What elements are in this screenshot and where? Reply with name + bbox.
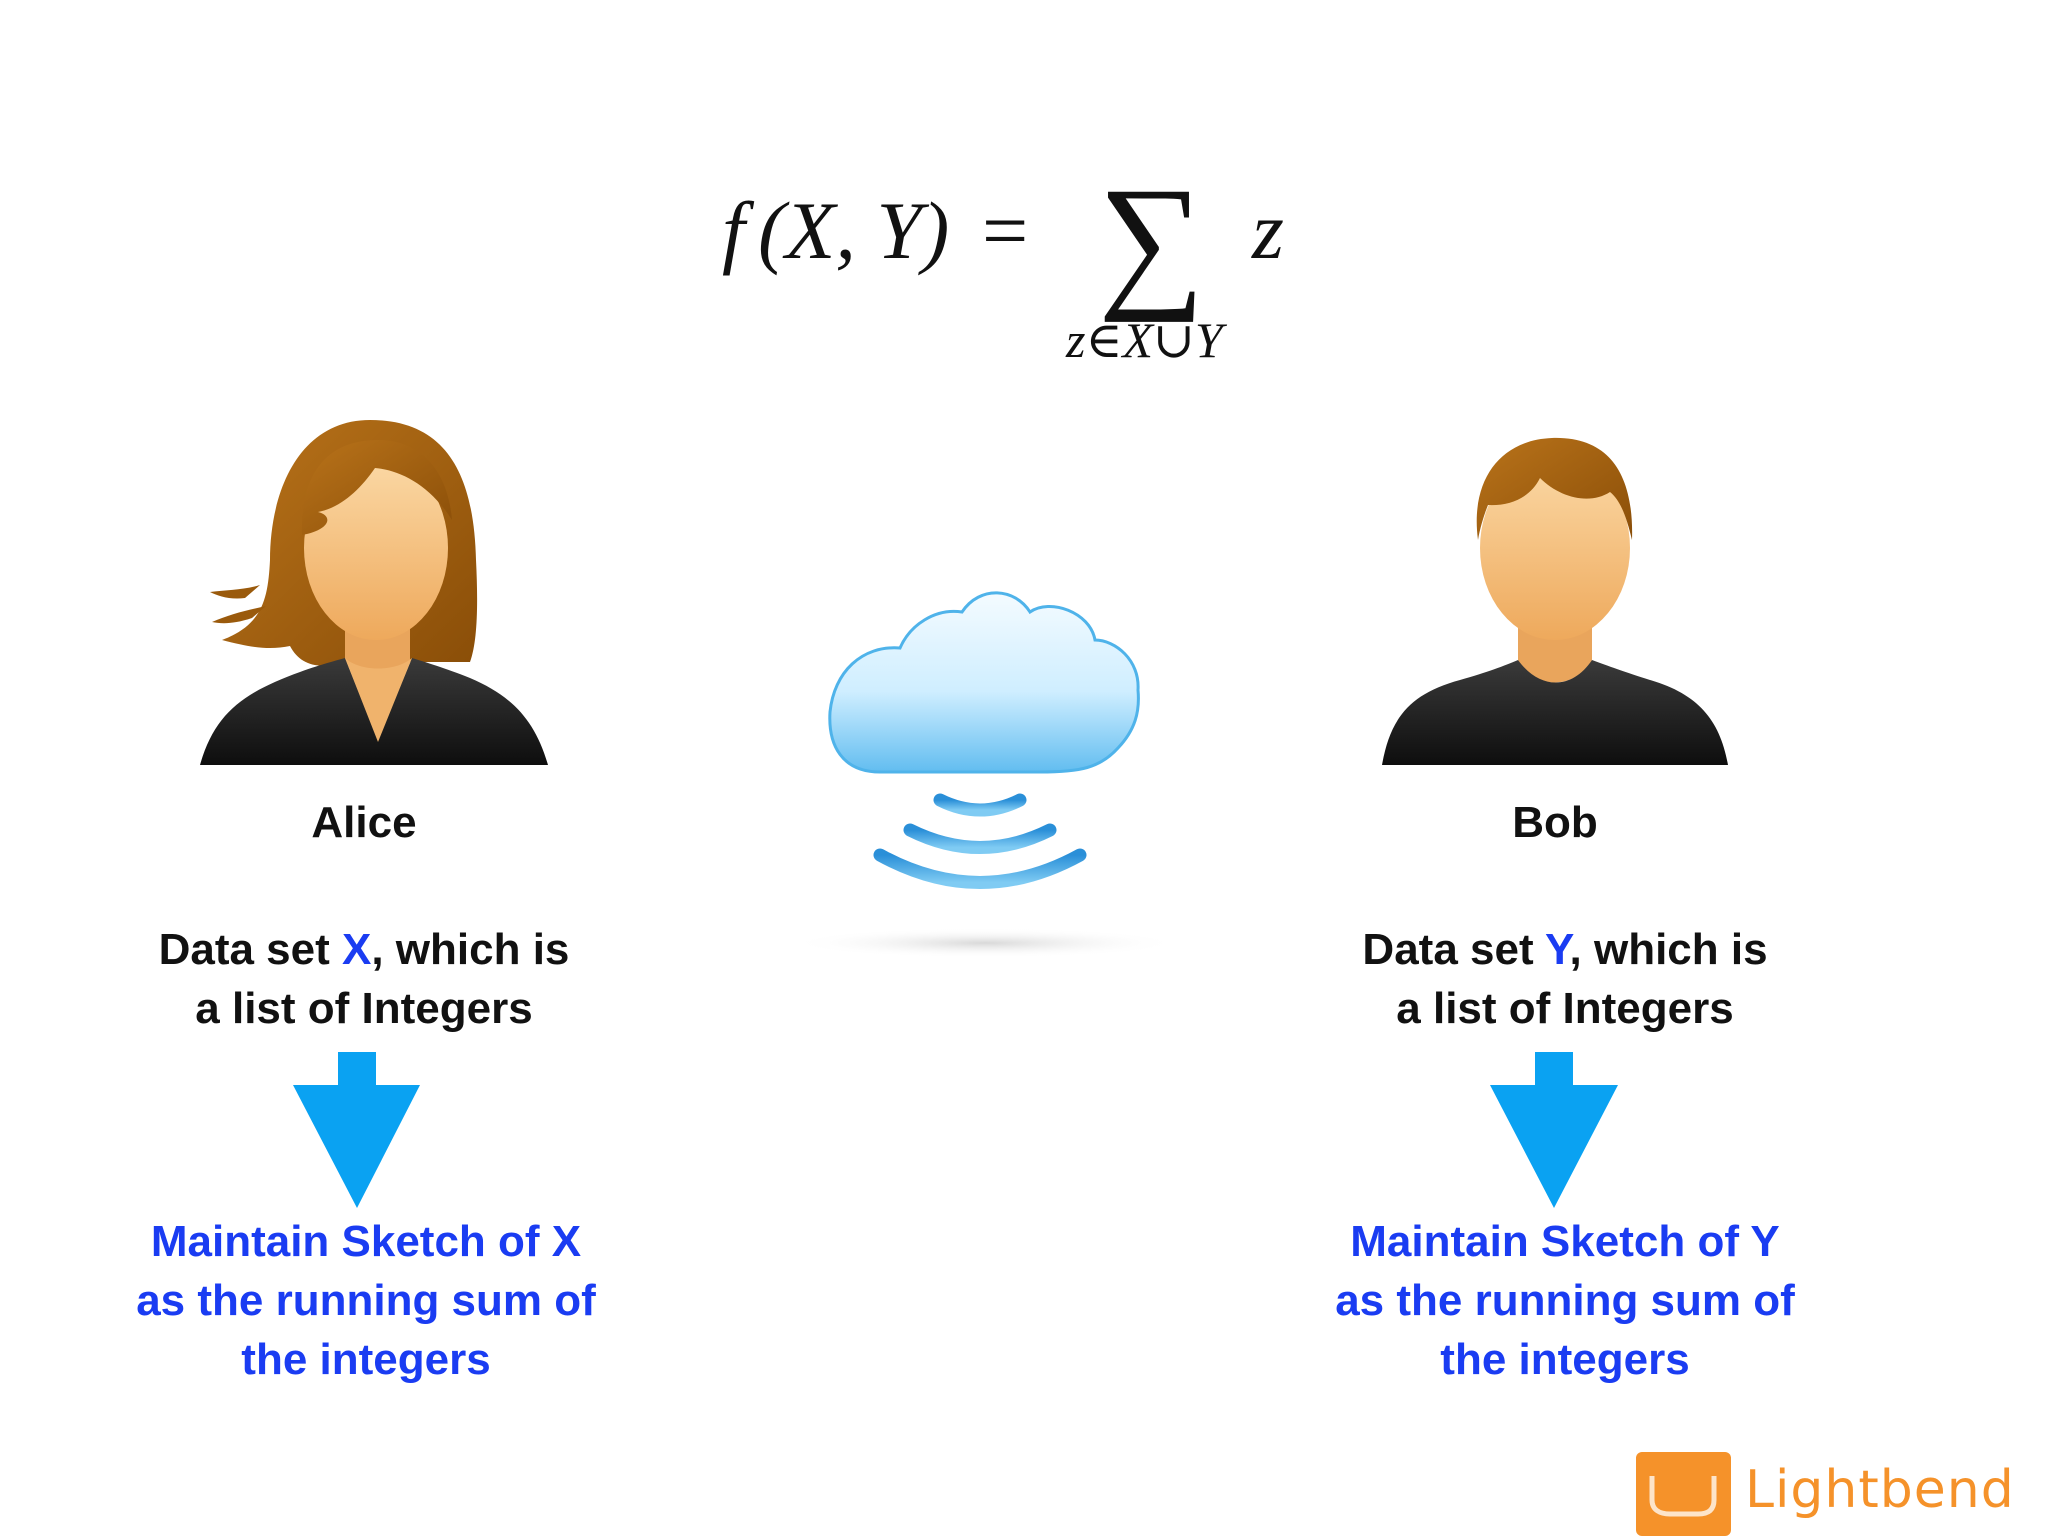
bob-sketch-line-1: Maintain Sketch of Y [1350, 1217, 1780, 1266]
lightbend-wordmark: Lightbend [1745, 1460, 2015, 1520]
formula-equals: = [982, 185, 1028, 276]
bob-data-prefix: Data set [1362, 925, 1546, 974]
lightbend-logo-icon [1636, 1452, 1731, 1536]
cloud-wireless-icon [790, 591, 1180, 958]
bob-sketch-description: Maintain Sketch of Y as the running sum … [1245, 1212, 1885, 1389]
alice-avatar-icon [200, 420, 548, 765]
alice-data-prefix: Data set [158, 925, 342, 974]
sum-formula: f (X, Y) = ∑ z z∈X∪Y [722, 157, 1284, 368]
bob-data-description: Data set Y, which is a list of Integers [1245, 920, 1885, 1038]
bob-data-line-2: a list of Integers [1396, 984, 1734, 1033]
alice-data-line-2: a list of Integers [195, 984, 533, 1033]
bob-data-variable: Y [1545, 925, 1570, 974]
alice-data-suffix: , which is [371, 925, 570, 974]
alice-data-description: Data set X, which is a list of Integers [44, 920, 684, 1038]
alice-down-arrow-icon [293, 1052, 420, 1208]
formula-function-symbol: f [722, 185, 755, 276]
formula-arguments: (X, Y) [758, 185, 949, 276]
alice-sketch-line-2: as the running sum of [136, 1276, 596, 1325]
bob-data-suffix: , which is [1569, 925, 1768, 974]
bob-name-label: Bob [1512, 798, 1598, 847]
alice-sketch-line-3: the integers [241, 1335, 491, 1384]
alice-name-label: Alice [311, 798, 417, 847]
formula-summand: z [1251, 185, 1284, 276]
bob-avatar-icon [1382, 437, 1728, 765]
bob-data-line-1: Data set Y, which is [1245, 920, 1885, 979]
alice-data-variable: X [342, 925, 372, 974]
formula-subscript: z∈X∪Y [1065, 312, 1228, 368]
alice-sketch-line-1: Maintain Sketch of X [150, 1217, 582, 1266]
alice-sketch-description: Maintain Sketch of X as the running sum … [46, 1212, 686, 1389]
formula-sigma: ∑ [1098, 157, 1205, 323]
bob-down-arrow-icon [1490, 1052, 1618, 1208]
bob-sketch-line-3: the integers [1440, 1335, 1690, 1384]
alice-data-line-1: Data set X, which is [44, 920, 684, 979]
bob-sketch-line-2: as the running sum of [1335, 1276, 1795, 1325]
